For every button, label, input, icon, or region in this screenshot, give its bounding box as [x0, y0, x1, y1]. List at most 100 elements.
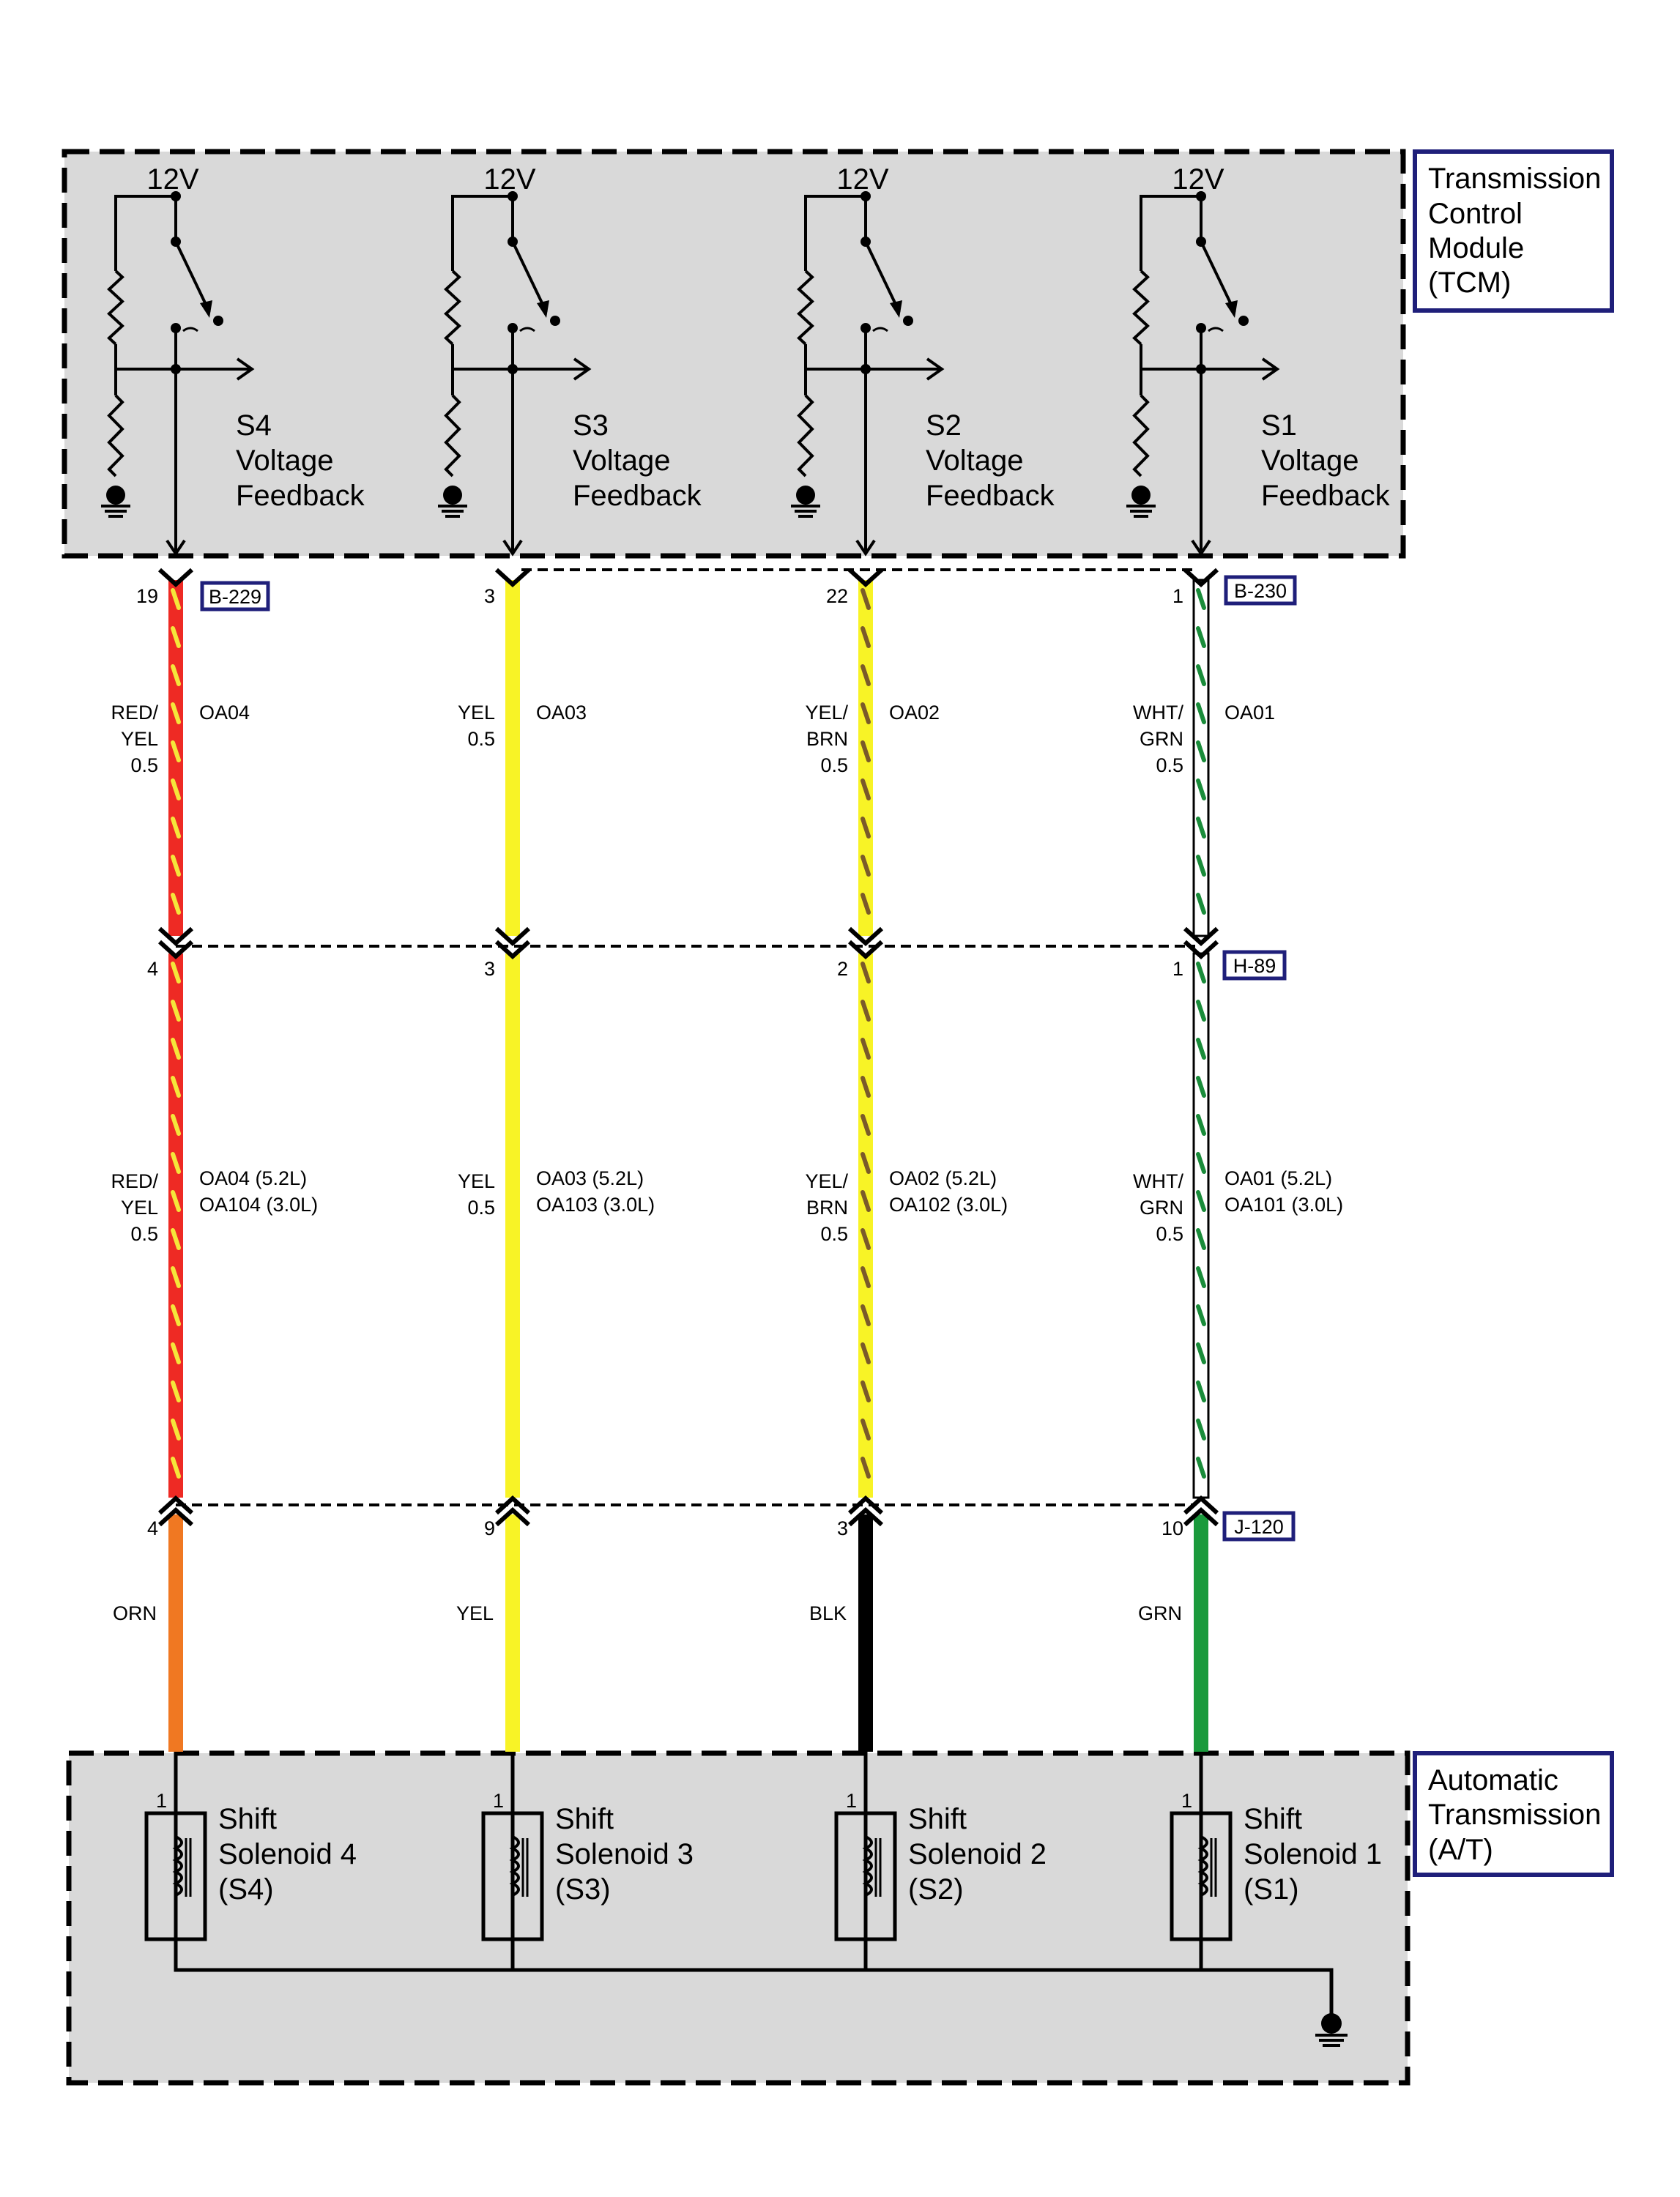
switch-contact	[864, 241, 901, 313]
arrow-icon	[166, 539, 186, 557]
wire-stripe	[1196, 664, 1206, 686]
pin-number: 10	[1161, 1517, 1183, 1539]
wire-stripe	[1196, 1380, 1206, 1402]
solenoid-icon	[1170, 1811, 1233, 1941]
tcm-label-line: Control	[1428, 198, 1523, 230]
wire-stripe	[861, 1419, 871, 1440]
wire-stripe	[171, 1304, 181, 1326]
circuit-id-label: OA102 (3.0L)	[889, 1194, 1008, 1216]
feedback-label: Feedback	[926, 480, 1055, 512]
connector-id: B-230	[1234, 580, 1287, 602]
tcm-label: Transmission Control Module (TCM)	[1413, 149, 1614, 313]
solenoid-icon	[144, 1811, 207, 1941]
connector-pin-icon	[494, 568, 531, 588]
pin-number: 22	[826, 585, 848, 607]
wire-stripe	[1196, 1190, 1206, 1212]
at-label-line: Transmission	[1428, 1799, 1601, 1831]
pin-number: 3	[484, 585, 495, 607]
wire-stripe	[1196, 1304, 1206, 1326]
arrow-icon	[236, 357, 255, 381]
wire-stripe	[171, 664, 181, 686]
wire-segment	[168, 1514, 183, 1752]
wire-stripe	[171, 702, 181, 724]
feedback-label: Voltage	[926, 445, 1023, 477]
wire-stripe	[861, 1152, 871, 1174]
tcm-label-line: (TCM)	[1428, 267, 1511, 299]
switch-contact	[511, 241, 548, 313]
switch-contact	[1200, 241, 1236, 313]
arrow-icon	[1261, 357, 1280, 381]
solenoid-name: Solenoid 4	[218, 1838, 357, 1870]
solenoid-name: (S2)	[908, 1873, 964, 1906]
feedback-label: Voltage	[573, 445, 670, 477]
switch-contact	[174, 241, 211, 313]
wire-stripe	[171, 1380, 181, 1402]
wire-color-label: 0.5	[130, 754, 158, 776]
solenoid-name: Shift	[555, 1803, 614, 1835]
circuit-group: 12VS4VoltageFeedback1944RED/YEL0.5OA04RE…	[101, 163, 1391, 1970]
at-module-box	[66, 1750, 1410, 2086]
connector-pin-icon	[157, 940, 194, 960]
wire-color-label: 0.5	[820, 754, 848, 776]
wire-color-label: GRN	[1138, 1602, 1182, 1624]
wire-stripe	[1196, 1266, 1206, 1288]
connector-pin-icon	[1183, 926, 1219, 947]
supply-line	[804, 195, 867, 271]
coil-icon	[509, 1835, 520, 1897]
resistor-icon	[1132, 269, 1150, 346]
connector-pin-icon	[847, 1506, 884, 1527]
solenoid-pin-number: 1	[846, 1790, 857, 1812]
solenoid-name: (S3)	[555, 1873, 611, 1906]
junction-dot	[171, 191, 181, 201]
junction-dot	[903, 316, 913, 326]
wire-stripe	[171, 1152, 181, 1174]
connector-pin-icon	[157, 568, 194, 588]
feedback-label: Feedback	[1261, 480, 1391, 512]
feedback-label: S4	[236, 409, 272, 442]
wire-stripe	[171, 778, 181, 800]
wire-stripe	[171, 855, 181, 877]
wire-color-label: GRN	[1140, 1197, 1183, 1219]
pin-number: 1	[1172, 958, 1183, 980]
wire-segment	[1194, 1514, 1208, 1752]
solenoid-name: Shift	[908, 1803, 967, 1835]
wire-stripe	[1196, 1000, 1206, 1022]
wire-stripe	[861, 778, 871, 800]
solenoid-icon	[834, 1811, 897, 1941]
wire-color-label: ORN	[113, 1602, 157, 1624]
circuit-id-label: OA03	[536, 702, 587, 724]
wire-stripe	[861, 740, 871, 762]
arrow-icon	[855, 539, 876, 557]
wire-stripe	[861, 664, 871, 686]
connector-pin-icon	[494, 940, 531, 960]
connector-pin-icon	[1183, 1506, 1219, 1527]
wire-stripe	[1196, 893, 1206, 915]
solenoid-name: (S1)	[1244, 1873, 1299, 1906]
circuit-id-label: OA03 (5.2L)	[536, 1167, 644, 1189]
wire-stripe	[1196, 778, 1206, 800]
arrow-icon	[502, 539, 523, 557]
circuit-s3: 12VS3VoltageFeedback339YEL0.5OA03YEL0.5O…	[438, 163, 702, 1970]
wire-color-label: YEL	[121, 728, 158, 750]
connector-label-b229: B-229	[200, 581, 270, 611]
wire-color-label: YEL	[458, 1170, 495, 1192]
connector-label-j120: J-120	[1222, 1511, 1296, 1542]
supply-label: 12V	[146, 163, 198, 196]
tcm-label-line: Transmission	[1428, 163, 1601, 195]
ground-icon-shape	[106, 486, 125, 505]
solenoid-name: Solenoid 2	[908, 1838, 1047, 1870]
solenoid-name: Shift	[218, 1803, 277, 1835]
wire-stripe	[171, 1076, 181, 1098]
wire-color-label: GRN	[1140, 728, 1183, 750]
switch-arc	[872, 327, 888, 332]
ground-icon-shape	[796, 486, 815, 505]
circuit-id-label: OA04	[199, 702, 250, 724]
resistor-icon	[107, 394, 124, 477]
ground-icon	[791, 486, 820, 518]
wire-color-label: 0.5	[467, 1197, 495, 1219]
wire-stripe	[171, 626, 181, 648]
tcm-module-box	[62, 149, 1406, 559]
connector-pin-icon	[494, 1506, 531, 1527]
wire-stripe	[1196, 1038, 1206, 1060]
switch-arc	[182, 327, 198, 332]
